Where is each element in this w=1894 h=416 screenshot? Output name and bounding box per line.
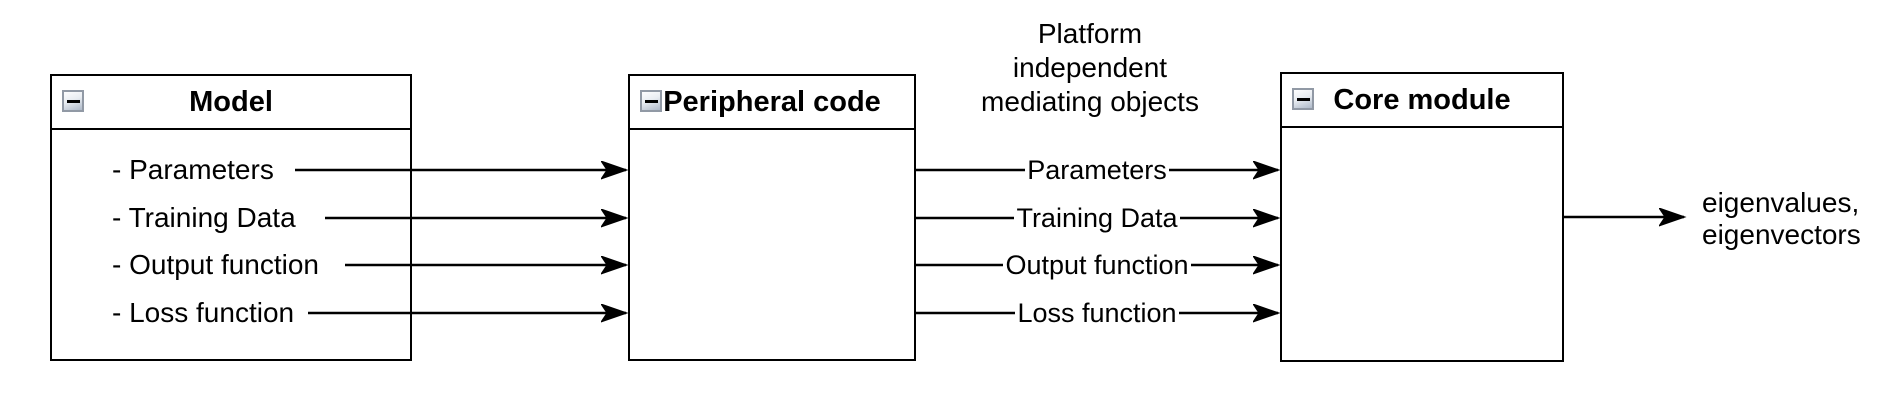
mediating-objects-label-line: independent — [1012, 52, 1168, 83]
peripheral-code-box: Peripheral code — [628, 74, 916, 361]
output-label: eigenvalues, eigenvectors — [1702, 187, 1861, 251]
mediating-objects-label-line: Platform — [1037, 18, 1143, 49]
peripheral-code-box-title: Peripheral code — [663, 86, 881, 118]
flow-label-parameters: Parameters — [1025, 155, 1169, 185]
minus-icon — [1296, 97, 1310, 101]
model-box-title: Model — [189, 86, 273, 118]
model-box-header: Model — [52, 76, 410, 130]
model-box: Model - Parameters - Training Data - Out… — [50, 74, 412, 361]
output-label-line: eigenvectors — [1702, 219, 1861, 250]
core-module-box-title: Core module — [1333, 84, 1511, 116]
model-item-loss-function: - Loss function — [112, 297, 295, 328]
mediating-objects-label: Platform independent mediating objects — [940, 17, 1240, 119]
flow-label-training-data: Training Data — [1014, 203, 1180, 233]
minus-icon — [66, 99, 80, 103]
core-module-box: Core module — [1280, 72, 1564, 362]
output-label-line: eigenvalues, — [1702, 187, 1860, 218]
core-module-box-header: Core module — [1282, 74, 1562, 128]
model-item-parameters: - Parameters — [112, 154, 274, 185]
flow-label-loss-function: Loss function — [1015, 298, 1179, 328]
collapse-button[interactable] — [640, 90, 662, 112]
peripheral-code-box-header: Peripheral code — [630, 76, 914, 130]
model-item-training-data: - Training Data — [112, 202, 296, 233]
peripheral-to-core-arrows — [916, 170, 1278, 313]
minus-icon — [644, 99, 658, 103]
mediating-objects-label-line: mediating objects — [981, 86, 1199, 117]
model-item-output-function: - Output function — [112, 249, 320, 280]
collapse-button[interactable] — [1292, 88, 1314, 110]
collapse-button[interactable] — [62, 90, 84, 112]
flow-label-output-function: Output function — [1003, 250, 1191, 280]
